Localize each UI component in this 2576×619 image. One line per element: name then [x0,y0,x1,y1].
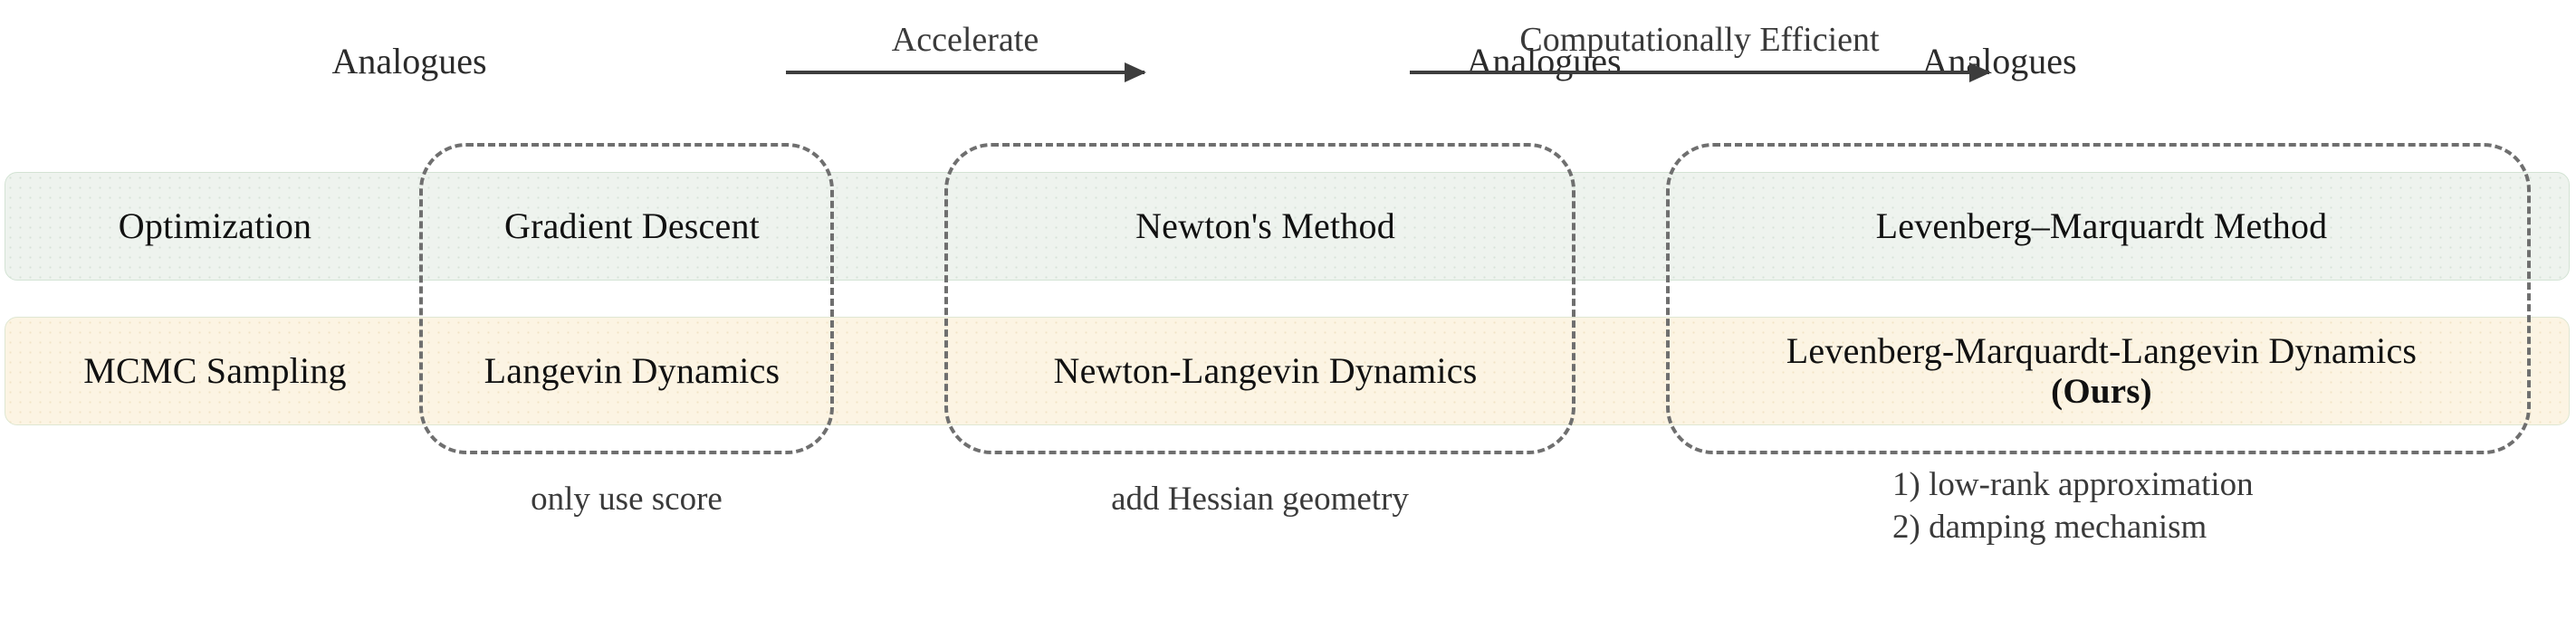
cell-langevin-dynamics: Langevin Dynamics [484,349,780,391]
row-mcmc-header: MCMC Sampling [83,349,347,391]
dashed-group-box-1 [419,143,834,454]
dashed-group-box-3 [1666,143,2531,454]
analogue-label-1: Analogues [331,41,487,81]
arrow-right-icon-2 [1410,62,1991,82]
cell-gradient-descent: Gradient Descent [504,205,760,246]
cell-newton-langevin-dynamics: Newton-Langevin Dynamics [1053,349,1478,391]
row-optimization: Optimization Gradient Descent Newton's M… [5,172,2570,281]
note-column-2: add Hessian geometry [1111,481,1409,518]
cell-levenberg-marquardt-method: Levenberg–Marquardt Method [1875,205,2328,246]
cell-newtons-method: Newton's Method [1135,205,1395,246]
analogue-label-3: Analogues [1921,41,2077,81]
arrow-label-computationally-efficient: Computationally Efficient [1519,21,1880,59]
dashed-group-box-2 [944,143,1575,454]
note-column-3-item-2: 2) damping mechanism [1892,509,2207,547]
ours-badge: (Ours) [2051,371,2152,411]
cell-levenberg-marquardt-langevin-dynamics: Levenberg-Marquardt-Langevin Dynamics (O… [1667,318,2536,424]
arrow-right-icon-1 [786,62,1146,82]
note-column-3-item-1: 1) low-rank approximation [1892,466,2254,503]
cell-lml-dynamics-label: Levenberg-Marquardt-Langevin Dynamics [1786,329,2418,371]
analogue-label-2: Analogues [1466,41,1622,81]
row-optimization-header: Optimization [118,205,312,246]
note-column-1: only use score [531,481,723,518]
arrow-label-accelerate: Accelerate [891,21,1039,59]
note-column-3: 1) low-rank approximation 2) damping mec… [1892,463,2254,549]
